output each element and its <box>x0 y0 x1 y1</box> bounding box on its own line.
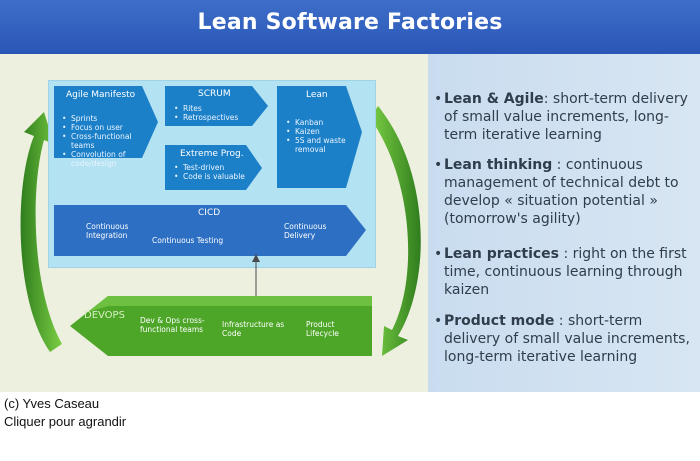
bullet-body: Lean thinking : continuous management of… <box>444 156 700 228</box>
right-loop-arrow <box>370 106 421 356</box>
extreme-prog-list: Test-driven Code is valuable <box>174 163 254 181</box>
bullet-dot: • <box>434 157 443 173</box>
devops-infrastructure-as-code: Infrastructure as Code <box>222 320 285 338</box>
list-item: Test-driven <box>174 163 254 172</box>
cicd-continuous-testing: Continuous Testing <box>152 236 224 245</box>
bullet-product-mode: • Product mode : short-term delivery of … <box>434 312 696 370</box>
list-item: Rites <box>174 104 254 113</box>
scrum-title: SCRUM <box>198 89 231 99</box>
bullet-text: : right on the first time, continuous le… <box>444 246 687 298</box>
list-item: Convolution of code/design <box>62 150 146 168</box>
extreme-prog-title: Extreme Prog. <box>180 149 244 159</box>
loop-arrows <box>20 106 421 356</box>
bullet-text: : short-term delivery of small value inc… <box>444 313 690 365</box>
bullet-term: Product mode <box>444 313 555 329</box>
cicd-title: CICD <box>198 208 221 218</box>
slide: Lean Software Factories Agile Manifesto … <box>0 0 700 392</box>
bullet-body: Lean practices : right on the first time… <box>444 245 700 299</box>
lean-title: Lean <box>306 90 328 100</box>
devops-arrow-highlight <box>88 296 372 312</box>
bullet-term: Lean & Agile <box>444 91 544 107</box>
agile-manifesto-title: Agile Manifesto <box>66 90 136 100</box>
cicd-continuous-integration: Continuous Integration <box>86 222 129 240</box>
bullet-text: : short-term delivery of small value inc… <box>444 91 688 143</box>
agile-manifesto-list: Sprints Focus on user Cross-functional t… <box>62 114 146 168</box>
list-item: Code is valuable <box>174 172 254 181</box>
devops-title: DEVOPS <box>84 310 125 321</box>
bullet-dot: • <box>434 246 443 262</box>
scrum-list: Rites Retrospectives <box>174 104 254 122</box>
bullet-body: Product mode : short-term delivery of sm… <box>444 312 700 366</box>
list-item: Kanban <box>286 118 348 127</box>
cicd-arrow <box>54 205 366 256</box>
feedback-arrowhead <box>252 254 260 262</box>
bullet-dot: • <box>434 313 443 329</box>
list-item: Sprints <box>62 114 146 123</box>
bullet-term: Lean practices <box>444 246 559 262</box>
text-panel <box>428 54 700 392</box>
list-item: Cross-functional teams <box>62 132 146 150</box>
cicd-continuous-delivery: Continuous Delivery <box>284 222 327 240</box>
slide-title: Lean Software Factories <box>197 10 503 35</box>
list-item: Kaizen <box>286 127 348 136</box>
devops-arrow <box>70 296 372 356</box>
lean-list: Kanban Kaizen 5S and waste removal <box>286 118 348 154</box>
enlarge-link[interactable]: Cliquer pour agrandir <box>4 414 127 429</box>
bullet-lean-agile: • Lean & Agile: short-term delivery of s… <box>434 90 696 146</box>
list-item: Retrospectives <box>174 113 254 122</box>
bullet-body: Lean & Agile: short-term delivery of sma… <box>444 90 700 144</box>
devops-product-lifecycle: Product Lifecycle <box>306 320 339 338</box>
devops-cross-functional-teams: Dev & Ops cross-functional teams <box>140 316 205 334</box>
bullet-lean-thinking: • Lean thinking : continuous management … <box>434 156 696 232</box>
bullet-term: Lean thinking <box>444 157 553 173</box>
left-loop-arrow <box>20 112 62 352</box>
photo-credit: (c) Yves Caseau <box>4 396 100 411</box>
bullet-text: : continuous management of technical deb… <box>444 157 679 227</box>
list-item: 5S and waste removal <box>286 136 348 154</box>
bullet-dot: • <box>434 91 443 107</box>
title-band: Lean Software Factories <box>0 0 700 54</box>
bullet-lean-practices: • Lean practices : right on the first ti… <box>434 245 696 301</box>
list-item: Focus on user <box>62 123 146 132</box>
